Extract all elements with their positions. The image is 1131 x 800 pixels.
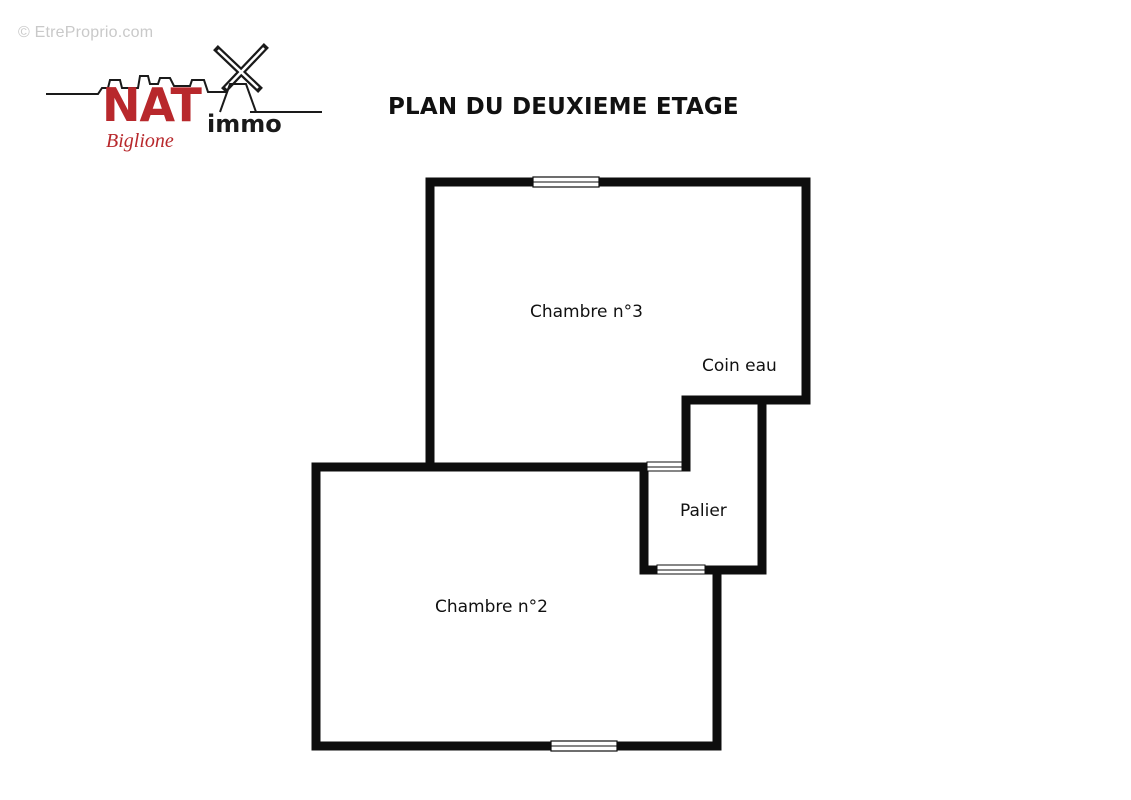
logo-tagline: Biglione [106, 130, 174, 152]
wall-chambre-2 [311, 462, 722, 751]
openings [532, 176, 706, 752]
walls [311, 177, 811, 751]
room-label-coin-eau: Coin eau [702, 356, 777, 376]
window-bottom [550, 740, 618, 752]
windmill-icon [46, 43, 322, 113]
watermark: © EtreProprio.com [18, 24, 154, 41]
logo-suffix: immo [207, 110, 282, 138]
door-chambre-3 [646, 461, 683, 472]
room-label-chambre-3: Chambre n°3 [530, 302, 643, 322]
room-label-chambre-2: Chambre n°2 [435, 597, 548, 617]
room-label-palier: Palier [680, 501, 727, 521]
door-chambre-2 [656, 564, 706, 575]
logo-brand: NAT [102, 78, 202, 132]
wall-palier [639, 395, 767, 575]
plan-title: PLAN DU DEUXIEME ETAGE [388, 94, 739, 120]
wall-chambre-3 [425, 177, 811, 472]
window-top [532, 176, 600, 188]
agency-logo: NAT immo Biglione [40, 36, 340, 166]
